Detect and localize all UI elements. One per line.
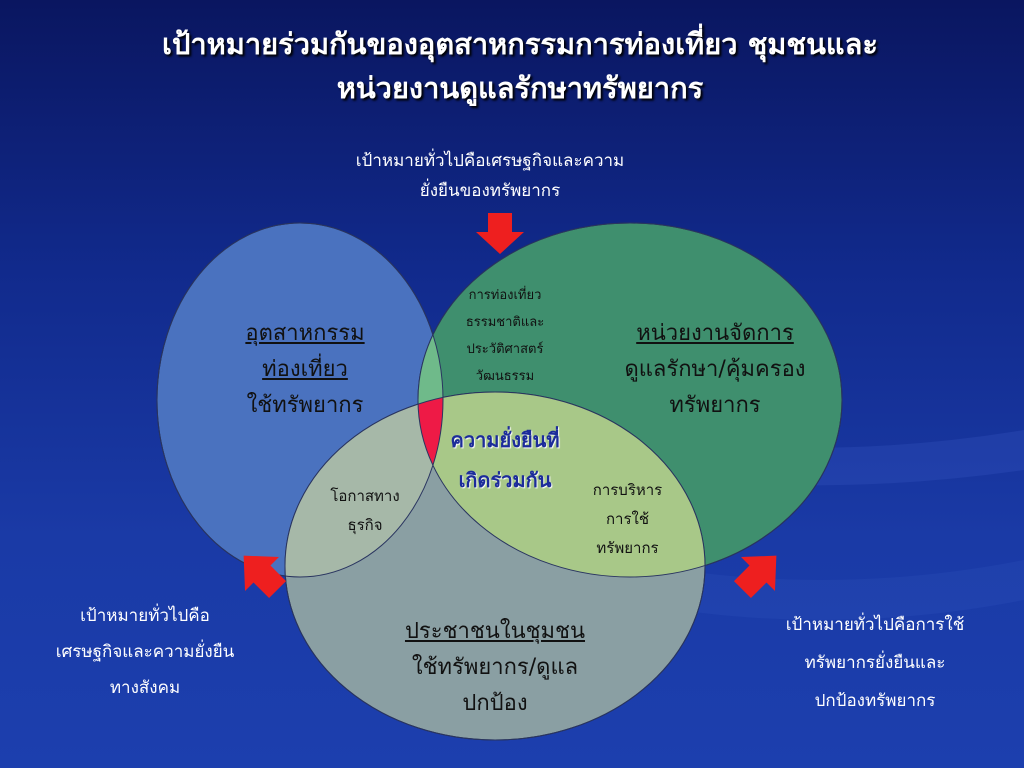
left-goal-line-3: ทางสังคม (109, 678, 181, 698)
slide-title: เป้าหมายร่วมกันของอุตสาหกรรมการท่องเที่ย… (70, 22, 970, 110)
center-line-1: ความยั่งยืนที่ (450, 428, 560, 452)
right-goal-line-1: เป้าหมายทั่วไปคือการใช้ (785, 615, 965, 635)
slide-title-line-1: เป้าหมายร่วมกันของอุตสาหกรรมการท่องเที่ย… (162, 27, 878, 61)
overlap-tourism-community (285, 392, 443, 577)
agency-sub-1: ดูแลรักษา/คุ้มครอง (624, 357, 806, 382)
left-goal-line-1: เป้าหมายทั่วไปคือ (80, 606, 210, 626)
community-sub-1: ใช้ทรัพยากร/ดูแล (411, 655, 579, 680)
left-goal: เป้าหมายทั่วไปคือ เศรษฐกิจและความยั่งยืน… (20, 598, 270, 706)
overlap-tc-line-1: โอกาสทาง (330, 487, 400, 505)
slide-title-line-2: หน่วยงานดูแลรักษาทรัพยากร (336, 71, 704, 105)
overlap-agency-community-label: การบริหาร การใช้ ทรัพยากร (570, 476, 685, 563)
overlap-ac-line-1: การบริหาร (592, 481, 663, 499)
agency-outline (417, 222, 843, 578)
overlap-tourism-community-label: โอกาสทาง ธุรกิจ (305, 482, 425, 540)
center-line-2: เกิดร่วมกัน (458, 468, 552, 492)
center-label: ความยั่งยืนที่ เกิดร่วมกัน (420, 420, 590, 500)
overlap-ac-line-2: การใช้ (605, 510, 650, 528)
community-outline (284, 391, 706, 741)
top-goal-line-1: เป้าหมายทั่วไปคือเศรษฐกิจและความ (355, 151, 625, 171)
community-label: ประชาชนในชุมชน ใช้ทรัพยากร/ดูแล ปกป้อง (380, 614, 610, 722)
left-arrow-icon-group (243, 555, 287, 599)
community-sub-2: ปกป้อง (462, 691, 528, 716)
agency-label: หน่วยงานจัดการ ดูแลรักษา/คุ้มครอง ทรัพยา… (600, 316, 830, 424)
right-goal-line-3: ปกป้องทรัพยากร (814, 691, 936, 711)
top-arrow-icon (476, 213, 524, 254)
tourism-outline (156, 222, 444, 578)
tourism-sub: ใช้ทรัพยากร (246, 393, 364, 418)
overlap-tourism-community-group (285, 392, 443, 577)
overlap-tc-line-2: ธุรกิจ (347, 516, 383, 534)
tourism-title-2: ท่องเที่ยว (262, 357, 348, 382)
left-arrow-icon (243, 555, 287, 599)
tourism-label: อุตสาหกรรม ท่องเที่ยว ใช้ทรัพยากร (195, 316, 415, 424)
right-goal-line-2: ทรัพยากรยั่งยืนและ (804, 653, 946, 673)
right-goal: เป้าหมายทั่วไปคือการใช้ ทรัพยากรยั่งยืนแ… (735, 606, 1015, 720)
top-goal-line-2: ยั่งยืนของทรัพยากร (419, 181, 561, 201)
right-arrow-icon-group (733, 555, 777, 599)
community-title: ประชาชนในชุมชน (404, 619, 586, 644)
agency-sub-2: ทรัพยากร (669, 393, 761, 418)
agency-title: หน่วยงานจัดการ (636, 321, 794, 346)
right-arrow-icon (733, 555, 777, 599)
overlap-ta-line-4: วัฒนธรรม (475, 369, 535, 384)
overlap-tourism-agency-label: การท่องเที่ยว ธรรมชาติและ ประวัติศาสตร์ … (435, 282, 575, 390)
overlap-ac-line-3: ทรัพยากร (596, 539, 659, 557)
tourism-title-1: อุตสาหกรรม (245, 321, 365, 346)
overlap-ta-line-3: ประวัติศาสตร์ (466, 342, 544, 357)
left-goal-line-2: เศรษฐกิจและความยั่งยืน (55, 642, 235, 662)
overlap-ta-line-2: ธรรมชาติและ (465, 315, 545, 330)
top-goal: เป้าหมายทั่วไปคือเศรษฐกิจและความ ยั่งยืน… (300, 146, 680, 206)
overlap-ta-line-1: การท่องเที่ยว (468, 288, 542, 303)
